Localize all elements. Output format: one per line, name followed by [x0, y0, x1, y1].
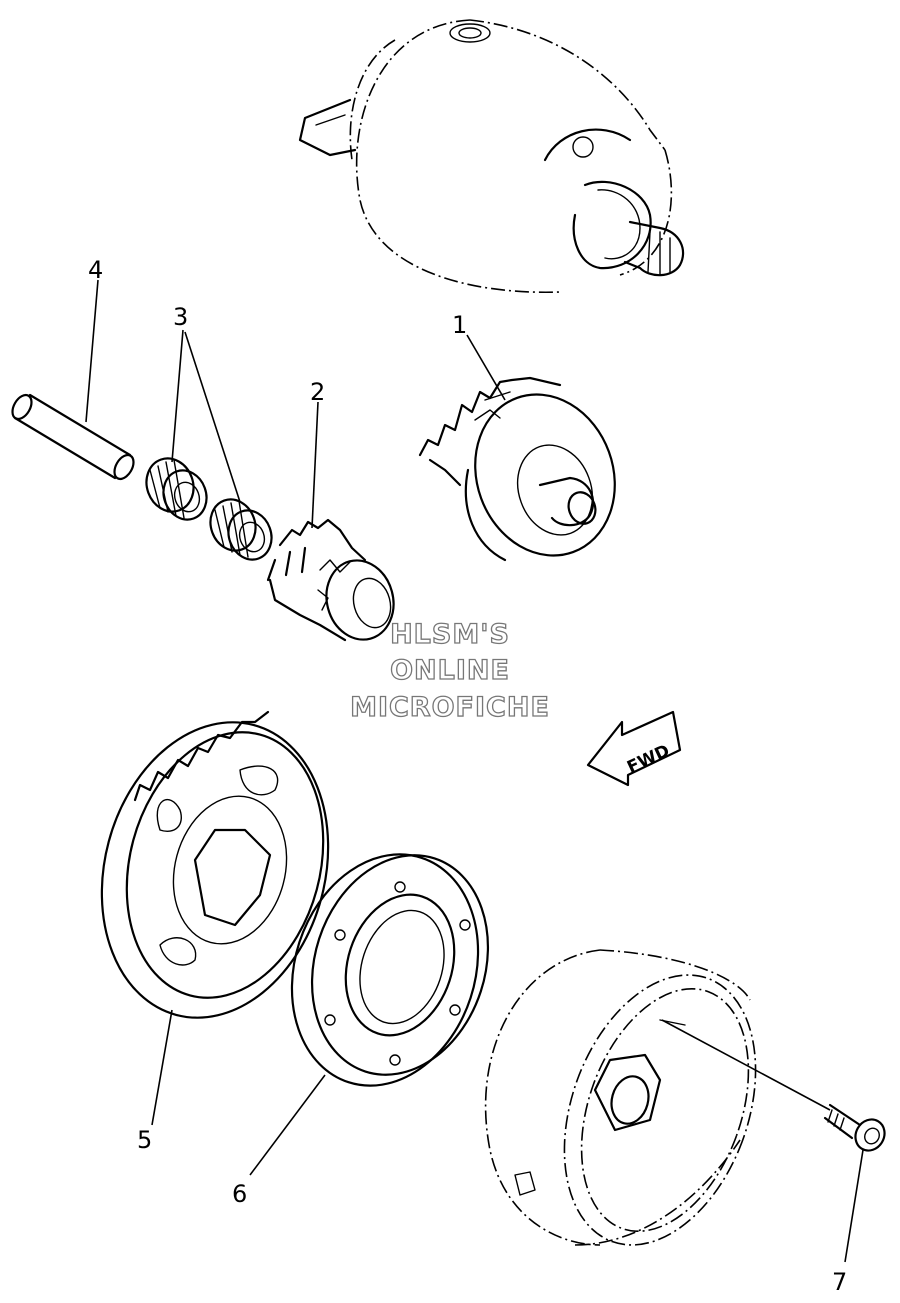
wheel-gear-part-5 [100, 710, 330, 1019]
callout-3: 3 [173, 303, 188, 331]
shaft-part-4 [11, 393, 135, 481]
bearing-part-3a [145, 457, 208, 521]
starter-gear-part-1 [418, 376, 616, 562]
watermark-line-2: ONLINE [390, 655, 510, 686]
leader-lines [85, 279, 864, 1263]
callout-5: 5 [137, 1126, 152, 1154]
callouts: 1 2 3 4 5 6 7 [88, 256, 847, 1296]
callout-4: 4 [88, 256, 103, 284]
fwd-direction-arrow: FWD [586, 710, 682, 787]
callout-2: 2 [310, 378, 325, 406]
bearing-part-3b [209, 498, 273, 561]
callout-1: 1 [452, 311, 467, 339]
idler-gear-part-2 [266, 518, 395, 642]
watermark-line-3: MICROFICHE [350, 692, 550, 723]
callout-7: 7 [832, 1268, 847, 1296]
starter-motor-drawing [298, 19, 685, 294]
one-way-clutch-part-6 [290, 853, 490, 1087]
watermark: HLSM'S ONLINE MICROFICHE [349, 618, 550, 723]
bolt-part-7 [823, 1103, 886, 1152]
watermark-line-1: HLSM'S [390, 619, 510, 650]
callout-6: 6 [232, 1180, 247, 1208]
flywheel-rotor-drawing [484, 949, 757, 1246]
